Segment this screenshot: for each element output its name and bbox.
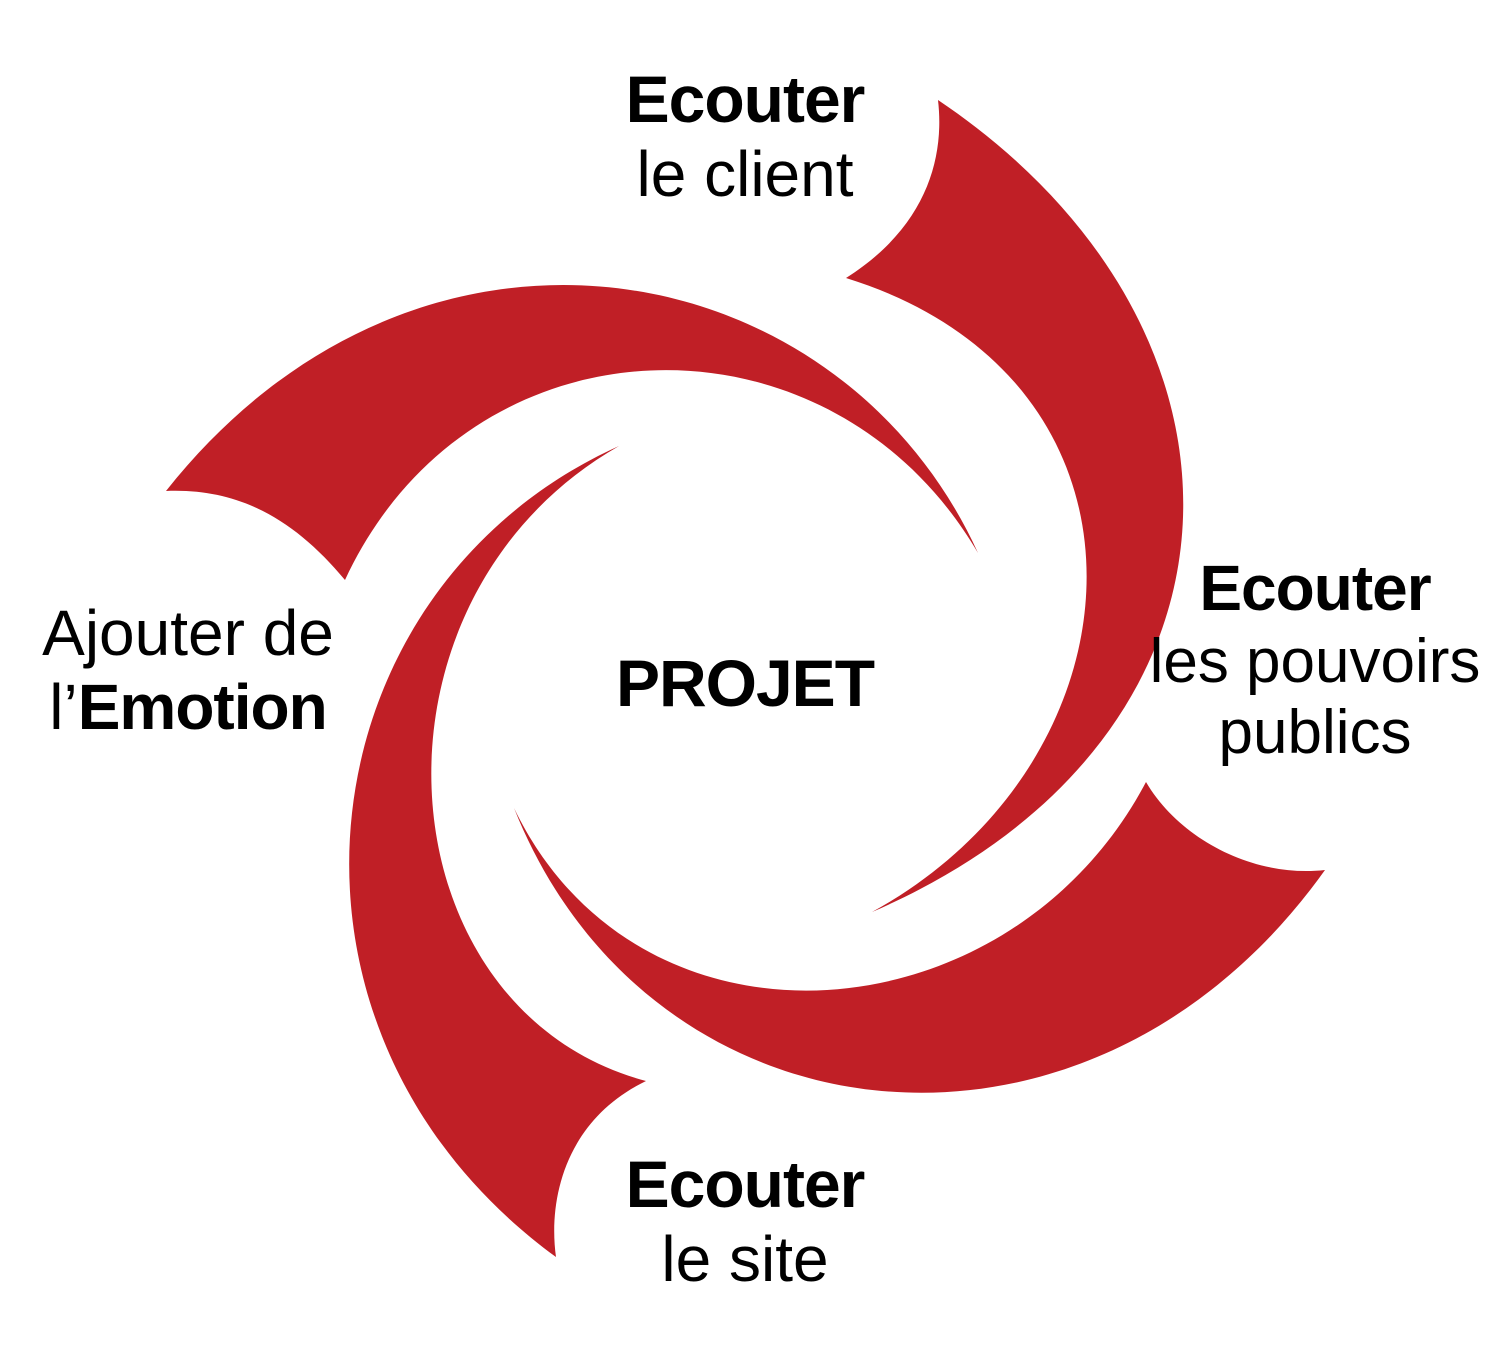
label-right-bold: Ecouter [1199,552,1431,624]
label-left-light: Ajouter de [42,597,334,669]
label-left-prefix: l’ [49,670,78,743]
label-bottom-bold: Ecouter [625,1147,866,1221]
label-right-light-2: publics [1218,697,1412,767]
label-ajouter-de-emotion: Ajouter de l’Emotion [28,597,348,744]
label-right-light-1: les pouvoirs [1149,626,1481,696]
swoosh-bottom-right [514,782,1325,1093]
center-label-projet: PROJET [615,646,875,720]
swoosh-group [166,100,1325,1257]
label-left-bold: Emotion [77,670,328,743]
label-ecouter-le-site: Ecouter le site [600,1147,890,1296]
swoosh-bottom-left [349,446,646,1257]
label-top-bold: Ecouter [625,62,866,136]
label-ecouter-le-client: Ecouter le client [600,62,890,211]
label-ecouter-les-pouvoirs-publics: Ecouter les pouvoirs publics [1130,552,1500,768]
label-top-light: le client [636,137,854,210]
swoosh-top-right [846,100,1184,912]
label-bottom-light: le site [661,1222,829,1295]
label-left-second-line: l’Emotion [28,671,348,745]
swoosh-top-left [166,285,978,580]
